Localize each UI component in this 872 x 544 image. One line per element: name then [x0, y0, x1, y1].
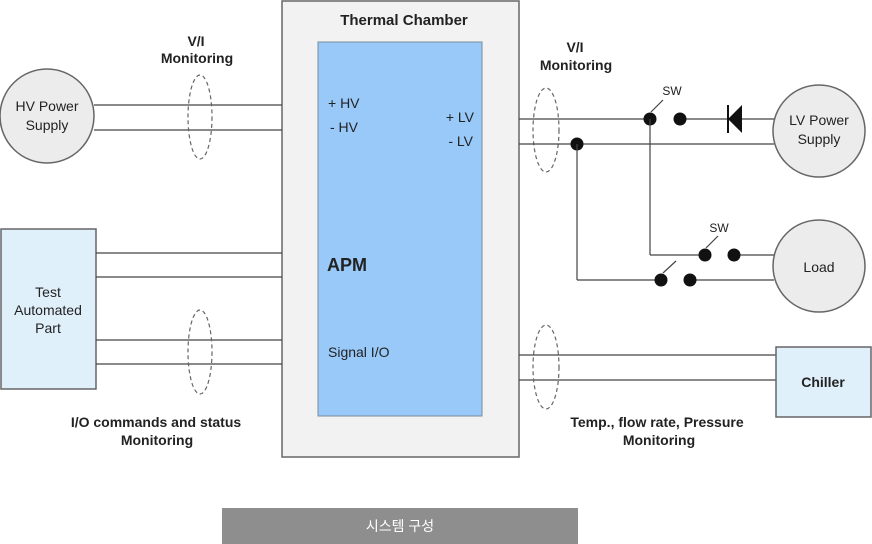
- switch-load-label: SW: [709, 221, 729, 235]
- switch-top-contact-2: [673, 112, 687, 126]
- switch-lower-contact-1: [654, 273, 668, 287]
- test-part-label-3: Part: [35, 320, 61, 336]
- apm-minus-lv-label: - LV: [448, 133, 473, 149]
- apm-minus-hv-label: - HV: [330, 119, 359, 135]
- thermal-chamber-title: Thermal Chamber: [340, 12, 468, 29]
- io-probe: [187, 309, 213, 395]
- vi-left-label-1: V/I: [187, 33, 204, 49]
- switch-lower-lever: [662, 260, 677, 274]
- chiller-label: Chiller: [801, 374, 845, 390]
- io-caption-line-1: I/O commands and status: [71, 414, 242, 430]
- chiller: [775, 346, 872, 418]
- apm-signal-io-label: Signal I/O: [328, 344, 390, 360]
- figure-caption: 시스템 구성: [365, 518, 435, 534]
- vi-left-label-2: Monitoring: [161, 50, 233, 66]
- switch-load-lever: [705, 235, 719, 249]
- temp-caption-line-2: Monitoring: [623, 432, 695, 448]
- hv-current-probe: [187, 74, 213, 160]
- switch-top-lever: [650, 99, 664, 113]
- test-part-label-1: Test: [35, 284, 61, 300]
- diode-icon: [728, 105, 742, 133]
- switch-lower-contact-2: [683, 273, 697, 287]
- lv-power-supply-label-2: Supply: [798, 131, 841, 147]
- vi-right-label-2: Monitoring: [540, 57, 612, 73]
- io-caption-line-2: Monitoring: [121, 432, 193, 448]
- apm-plus-lv-label: + LV: [446, 109, 475, 125]
- load-label: Load: [803, 259, 834, 275]
- apm-title: APM: [327, 255, 367, 275]
- hv-power-supply-label-2: Supply: [26, 117, 69, 133]
- test-automated-part: [0, 228, 97, 390]
- figure-caption-bar: 시스템 구성: [222, 508, 578, 544]
- chiller-probe: [532, 324, 560, 410]
- hv-power-supply-label-1: HV Power: [15, 98, 78, 114]
- switch-load-contact-2: [727, 248, 741, 262]
- test-part-label-2: Automated: [14, 302, 82, 318]
- apm-plus-hv-label: + HV: [328, 95, 360, 111]
- lv-power-supply-label-1: LV Power: [789, 112, 849, 128]
- load: [772, 219, 866, 313]
- temp-caption-line-1: Temp., flow rate, Pressure: [570, 414, 743, 430]
- hv-power-supply: [0, 68, 95, 164]
- vi-right-label-1: V/I: [566, 39, 583, 55]
- lv-current-probe: [532, 87, 560, 173]
- switch-top-label: SW: [662, 84, 682, 98]
- switch-load-contact-1: [698, 248, 712, 262]
- lv-power-supply: [772, 84, 866, 178]
- apm-block: [317, 41, 483, 417]
